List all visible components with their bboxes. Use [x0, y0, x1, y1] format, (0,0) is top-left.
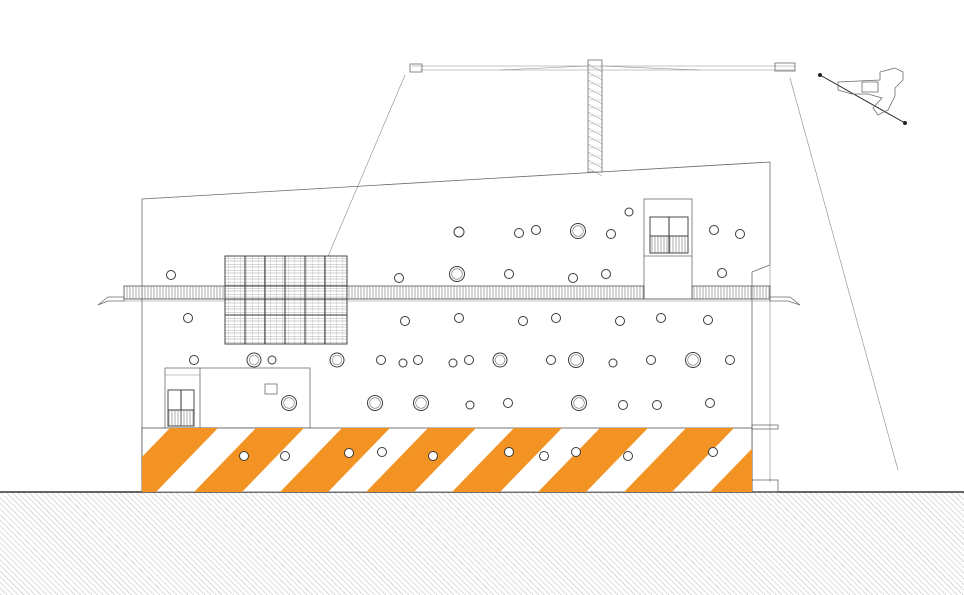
round-window — [394, 273, 404, 283]
round-window — [267, 355, 277, 365]
round-window — [546, 355, 556, 365]
round-window — [448, 358, 458, 368]
ground — [0, 491, 964, 595]
round-window — [709, 225, 719, 235]
round-window — [601, 269, 611, 279]
round-window — [624, 207, 634, 217]
round-window — [413, 355, 423, 365]
tower-box — [643, 198, 693, 300]
round-window — [646, 355, 656, 365]
round-window — [571, 447, 581, 457]
round-window — [615, 316, 625, 326]
round-window — [280, 451, 290, 461]
round-window — [652, 400, 662, 410]
circular-windows — [166, 207, 745, 461]
round-window — [465, 400, 475, 410]
round-window — [166, 270, 176, 280]
round-window — [717, 268, 727, 278]
round-window — [531, 225, 541, 235]
round-window — [504, 269, 514, 279]
round-window — [503, 398, 513, 408]
balcony-rail — [97, 285, 801, 306]
site-plan-key — [818, 67, 907, 125]
round-window — [239, 451, 249, 461]
round-window — [735, 229, 745, 239]
round-window — [344, 448, 354, 458]
round-window — [618, 400, 628, 410]
round-window — [568, 273, 578, 283]
round-window — [725, 355, 735, 365]
round-window — [608, 358, 618, 368]
round-window — [400, 316, 410, 326]
round-window — [464, 355, 474, 365]
round-window — [514, 228, 524, 238]
round-window — [428, 451, 438, 461]
round-window — [398, 358, 408, 368]
round-window — [703, 315, 713, 325]
round-window — [504, 447, 514, 457]
round-window — [454, 313, 464, 323]
round-window — [623, 451, 633, 461]
round-window — [705, 398, 715, 408]
round-window — [518, 316, 528, 326]
round-window — [376, 355, 386, 365]
round-window — [656, 313, 666, 323]
round-window — [551, 313, 561, 323]
entrance-box — [164, 367, 311, 429]
round-window — [539, 451, 549, 461]
round-window — [606, 229, 616, 239]
hazard-stripes — [141, 427, 753, 493]
round-window — [453, 226, 465, 238]
round-window — [189, 355, 199, 365]
round-window — [377, 447, 387, 457]
mesh-panel — [224, 255, 348, 345]
round-window — [708, 447, 718, 457]
round-window — [183, 313, 193, 323]
tower-crane — [311, 59, 899, 471]
